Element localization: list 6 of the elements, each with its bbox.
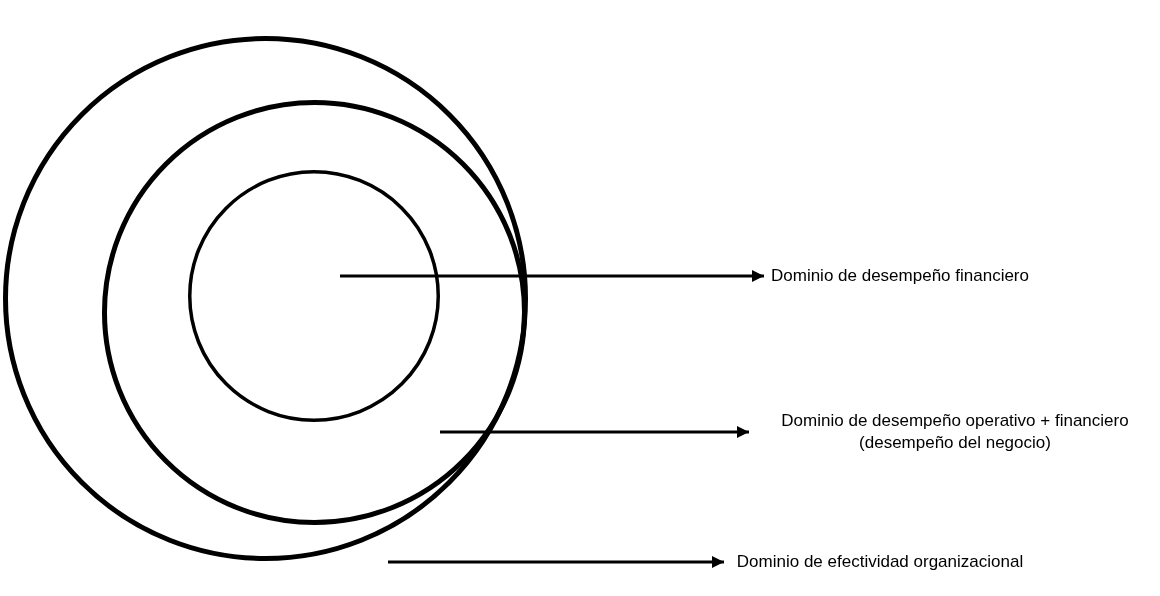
- domain-label: Dominio de desempeño financiero: [770, 265, 1030, 287]
- domain-label: Dominio de efectividad organizacional: [735, 551, 1025, 573]
- arrow: [440, 426, 749, 438]
- domain-label: Dominio de desempeño operativo + financiero (desempeño del negocio): [780, 410, 1130, 454]
- arrow: [388, 556, 724, 568]
- arrow: [340, 270, 764, 282]
